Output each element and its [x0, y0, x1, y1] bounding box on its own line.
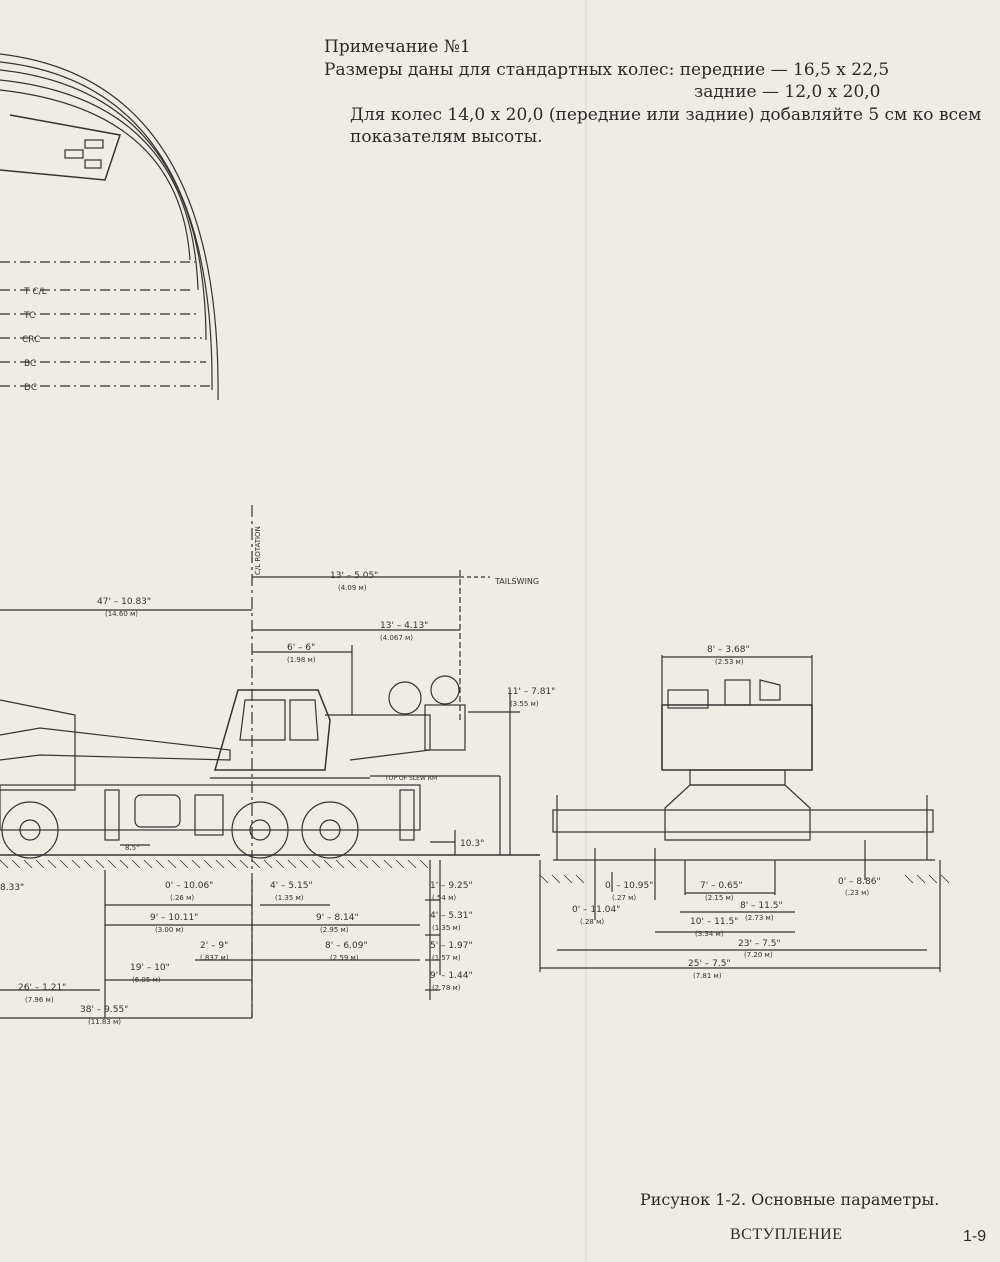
svg-text:BC: BC [24, 359, 36, 369]
svg-text:DC: DC [24, 383, 37, 393]
svg-text:8' – 11.5": 8' – 11.5" [740, 901, 783, 911]
svg-text:6' – 6": 6' – 6" [287, 643, 315, 653]
crane-rear-view [539, 655, 941, 972]
svg-text:47' – 10.83": 47' – 10.83" [97, 597, 151, 607]
svg-text:(.837 м): (.837 м) [200, 954, 229, 962]
svg-text:(2.15 м): (2.15 м) [705, 894, 734, 902]
slew-label: TOP OF SLEW RM [384, 775, 437, 782]
svg-text:26' – 1.21": 26' – 1.21" [18, 983, 66, 993]
svg-text:(7.96 м): (7.96 м) [25, 996, 54, 1004]
svg-text:(2.78 м): (2.78 м) [432, 984, 461, 992]
page-fold [585, 0, 587, 1262]
svg-text:38' – 9.55": 38' – 9.55" [80, 1005, 128, 1015]
note-line-height: показателям высоты. [350, 127, 543, 147]
svg-text:(3.34 м): (3.34 м) [695, 930, 724, 938]
svg-text:2' – 9": 2' – 9" [200, 941, 228, 951]
svg-text:CRC: CRC [22, 335, 40, 345]
svg-text:(7.81 м): (7.81 м) [693, 972, 722, 980]
note-line-wheel-addition: Для колес 14,0 x 20,0 (передние или задн… [350, 104, 982, 125]
svg-text:9' – 8.14": 9' – 8.14" [316, 913, 359, 923]
svg-text:(11.83 м): (11.83 м) [88, 1018, 121, 1026]
svg-text:1' – 9.25": 1' – 9.25" [430, 881, 473, 891]
svg-text:(6.05 м): (6.05 м) [132, 976, 161, 984]
svg-text:(2.59 м): (2.59 м) [330, 954, 359, 962]
svg-text:TC: TC [23, 311, 35, 321]
height-label-8-5: 8.5° [125, 844, 140, 852]
turning-radius-arcs [0, 53, 219, 401]
svg-text:(2.95 м): (2.95 м) [320, 926, 349, 934]
svg-text:(2.53 м): (2.53 м) [715, 658, 744, 666]
svg-text:19' – 10": 19' – 10" [130, 963, 170, 973]
svg-text:8' – 3.68": 8' – 3.68" [707, 645, 750, 655]
ground-hatching [0, 859, 950, 884]
svg-text:0' – 8.86": 0' – 8.86" [838, 877, 881, 887]
svg-text:(4.067 м): (4.067 м) [380, 634, 413, 642]
svg-text:9' – 10.11": 9' – 10.11" [150, 913, 198, 923]
svg-text:8' – 6.09": 8' – 6.09" [325, 941, 368, 951]
svg-text:11' – 7.81": 11' – 7.81" [507, 687, 555, 697]
svg-text:(14.60 м): (14.60 м) [105, 610, 138, 618]
svg-text:9' – 1.44": 9' – 1.44" [430, 971, 473, 981]
note-line-front-wheels: Размеры даны для стандартных колес: пере… [324, 59, 890, 80]
svg-text:(.54 м): (.54 м) [432, 894, 456, 902]
svg-text:4' – 5.15": 4' – 5.15" [270, 881, 313, 891]
svg-text:(.23 м): (.23 м) [845, 889, 869, 897]
svg-text:(1.35 м): (1.35 м) [275, 894, 304, 902]
section-title: ВСТУПЛЕНИЕ [730, 1226, 843, 1243]
svg-text:4' – 5.31": 4' – 5.31" [430, 911, 473, 921]
svg-text:(1.98 м): (1.98 м) [287, 656, 316, 664]
cut-dimension-label: 8.33" [0, 883, 24, 893]
svg-text:13' – 5.05": 13' – 5.05" [330, 571, 378, 581]
rear-dimensions: 8' – 3.68" (2.53 м) 0' – 10.95" (.27 м) 7'… [572, 645, 881, 980]
svg-text:(1.57 м): (1.57 м) [432, 954, 461, 962]
svg-text:23' – 7.5": 23' – 7.5" [738, 939, 781, 949]
svg-text:(3.00 м): (3.00 м) [155, 926, 184, 934]
note-block: Примечание №1 Размеры даны для стандартн… [324, 36, 981, 149]
radius-labels: T C/L TC CRC BC DC [22, 287, 47, 393]
crane-side-view [0, 505, 540, 1019]
svg-text:0' – 10.06": 0' – 10.06" [165, 881, 213, 891]
tailswing-label: TAILSWING [494, 577, 539, 586]
svg-text:10' – 11.5": 10' – 11.5" [690, 917, 738, 927]
svg-text:(3.55 м): (3.55 м) [510, 700, 539, 708]
svg-text:T C/L: T C/L [23, 287, 47, 297]
svg-text:0' – 10.95": 0' – 10.95" [605, 881, 653, 891]
side-dimensions: 47' – 10.83" (14.60 м) 13' – 5.05" (4.09 м… [18, 571, 555, 1026]
svg-text:(.26 м): (.26 м) [170, 894, 194, 902]
svg-text:(1.35 м): (1.35 м) [432, 924, 461, 932]
svg-text:7' – 0.65": 7' – 0.65" [700, 881, 743, 891]
svg-text:0' – 11.04": 0' – 11.04" [572, 905, 620, 915]
svg-text:(4.09 м): (4.09 м) [338, 584, 367, 592]
figure-caption: Рисунок 1-2. Основные параметры. [640, 1190, 940, 1209]
note-title: Примечание №1 [324, 37, 471, 57]
svg-text:(.28 м): (.28 м) [580, 918, 604, 926]
page-number: 1-9 [963, 1228, 987, 1245]
svg-text:(7.20 м): (7.20 м) [744, 951, 773, 959]
svg-text:13' – 4.13": 13' – 4.13" [380, 621, 428, 631]
svg-text:(2.73 м): (2.73 м) [745, 914, 774, 922]
svg-text:25' – 7.5": 25' – 7.5" [688, 959, 731, 969]
svg-text:(.27 м): (.27 м) [612, 894, 636, 902]
height-label-10-3: 10.3° [460, 839, 485, 849]
note-line-rear-wheels: задние — 12,0 x 20,0 [694, 82, 881, 102]
svg-text:5' – 1.97": 5' – 1.97" [430, 941, 473, 951]
rotation-label: C/L ROTATION [254, 526, 262, 575]
